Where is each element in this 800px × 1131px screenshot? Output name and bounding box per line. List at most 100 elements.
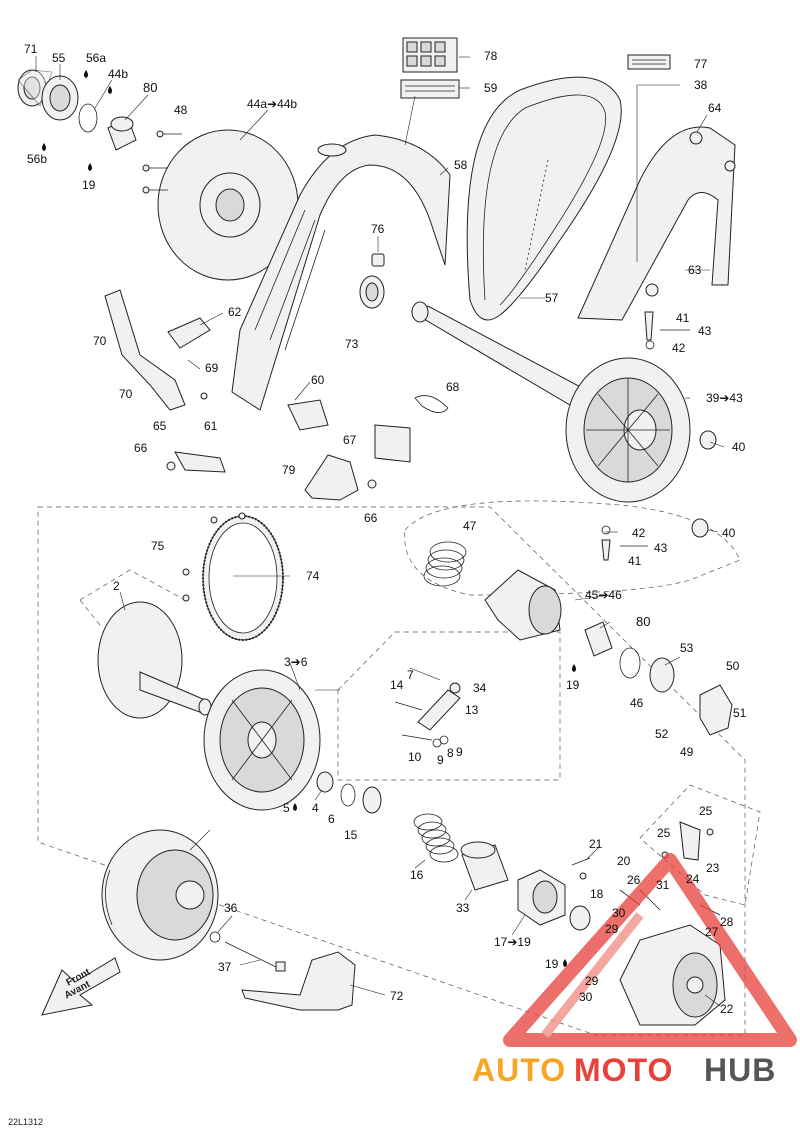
callout-67: 67 xyxy=(343,433,357,447)
support-65 xyxy=(174,451,226,473)
washer-42 xyxy=(601,525,611,535)
callout-42: 42 xyxy=(672,341,686,355)
fastener-64 xyxy=(724,160,736,172)
subassembly-boundary xyxy=(79,569,186,626)
screw-75 xyxy=(182,512,246,602)
roller-arm-7 xyxy=(394,682,461,731)
callout-79: 79 xyxy=(282,463,296,477)
lubrication-drop-icons xyxy=(42,70,576,967)
bracket-62 xyxy=(167,317,211,349)
callout-30: 30 xyxy=(612,906,626,920)
belt-guard-58 xyxy=(231,134,451,411)
drop-icon xyxy=(42,143,46,151)
callout-49: 49 xyxy=(680,745,694,759)
callout-2: 2 xyxy=(113,579,120,593)
callout-58: 58 xyxy=(454,158,468,172)
callout-40: 40 xyxy=(722,526,736,540)
callout-23: 23 xyxy=(706,861,720,875)
washer-8-9 xyxy=(432,735,449,748)
drop-icon xyxy=(572,664,576,672)
bracket-49 xyxy=(699,684,733,736)
callout-63: 63 xyxy=(688,263,702,277)
screw-41 xyxy=(601,539,611,561)
washer-36 xyxy=(209,931,221,943)
callout-9: 9 xyxy=(437,753,444,767)
callout-61: 61 xyxy=(204,419,218,433)
driven-sheave-disc xyxy=(157,129,299,281)
bushing-73 xyxy=(359,275,385,309)
callout-29: 29 xyxy=(585,974,599,988)
ring-6 xyxy=(340,783,356,807)
callout-69: 69 xyxy=(205,361,219,375)
callout-44a-44b: 44a➔44b xyxy=(247,97,297,111)
callout-62: 62 xyxy=(228,305,242,319)
callout-18: 18 xyxy=(590,887,604,901)
callout-72: 72 xyxy=(390,989,404,1003)
cap-40 xyxy=(691,518,709,538)
callout-8: 8 xyxy=(447,746,454,760)
sleeve-33 xyxy=(460,841,509,891)
watermark-text: AUTO MOTO HUB xyxy=(472,1052,775,1088)
callout-80: 80 xyxy=(143,80,157,95)
callout-74: 74 xyxy=(306,569,320,583)
fastener-61 xyxy=(200,392,208,400)
fastener-66 xyxy=(166,461,176,471)
leader-lines xyxy=(35,56,725,1007)
drive-pulley-fixed-sheave-2 xyxy=(97,601,212,719)
callout-26: 26 xyxy=(627,873,641,887)
callout-80: 80 xyxy=(636,614,650,629)
support-arm-70 xyxy=(104,289,186,411)
driven-pulley-39 xyxy=(565,357,691,503)
callout-42: 42 xyxy=(632,526,646,540)
callout-57: 57 xyxy=(545,291,559,305)
callout-34: 34 xyxy=(473,681,487,695)
callout-78: 78 xyxy=(484,49,498,63)
callout-39-43: 39➔43 xyxy=(706,391,743,405)
callout-29: 29 xyxy=(605,922,619,936)
callout-66: 66 xyxy=(134,441,148,455)
callout-73: 73 xyxy=(345,337,359,351)
ring-gear-74 xyxy=(202,515,284,641)
callout-21: 21 xyxy=(589,837,603,851)
drop-icon xyxy=(88,163,92,171)
callout-5: 5 xyxy=(283,801,290,815)
callout-17-19: 17➔19 xyxy=(494,935,531,949)
callout-40: 40 xyxy=(732,440,746,454)
housing-22 xyxy=(619,924,726,1026)
callout-44b: 44b xyxy=(108,67,128,81)
callout-47: 47 xyxy=(463,519,477,533)
screw-48 xyxy=(142,130,182,194)
subassembly-boundary xyxy=(404,500,741,596)
bracket-79 xyxy=(304,454,359,501)
ring-44b xyxy=(78,103,98,133)
cam-45 xyxy=(484,569,562,641)
callouts: 71 55 56a 44b 80 56b 19 48 44a➔44b 78 59… xyxy=(24,42,747,1016)
spring-47 xyxy=(423,541,467,587)
callout-37: 37 xyxy=(218,960,232,974)
washer-53 xyxy=(649,657,675,693)
callout-28: 28 xyxy=(720,915,734,929)
movable-sheave-3 xyxy=(203,669,321,811)
callout-41: 41 xyxy=(676,311,690,325)
callout-13: 13 xyxy=(465,703,479,717)
callout-14: 14 xyxy=(390,678,404,692)
warning-label-77 xyxy=(627,54,671,70)
watermark-triangle-inner xyxy=(541,912,644,1038)
callout-77: 77 xyxy=(694,57,708,71)
callout-65: 65 xyxy=(153,419,167,433)
callout-70: 70 xyxy=(93,334,107,348)
brand-part-moto: MOTO xyxy=(574,1052,673,1088)
reference-code: 22L1312 xyxy=(8,1117,43,1127)
callout-36: 36 xyxy=(224,901,238,915)
bracket-60 xyxy=(287,399,329,431)
clip-68 xyxy=(414,395,449,413)
callout-22: 22 xyxy=(720,1002,734,1016)
callout-46: 46 xyxy=(630,696,644,710)
callout-53: 53 xyxy=(680,641,694,655)
callout-45-46: 45➔46 xyxy=(585,588,622,602)
bushing-18 xyxy=(569,905,591,931)
callout-7: 7 xyxy=(407,668,414,682)
callout-43: 43 xyxy=(698,324,712,338)
callout-68: 68 xyxy=(446,380,460,394)
